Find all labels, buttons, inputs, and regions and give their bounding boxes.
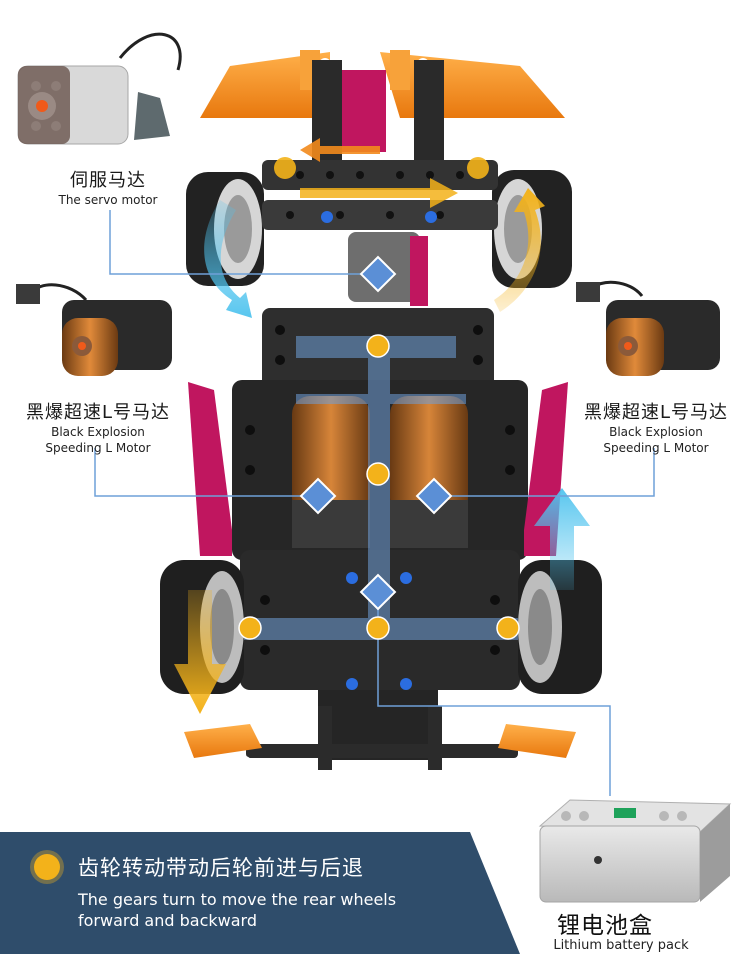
motor-left-label-en1: Black Explosion (51, 425, 145, 439)
rear-arrow-up (534, 488, 590, 590)
motor-right-label-en1: Black Explosion (609, 425, 703, 439)
rear-bumper (184, 706, 576, 770)
steer-curve-arrow-right (494, 188, 545, 312)
steer-curve-arrow-left (204, 200, 252, 318)
info-banner (0, 832, 520, 954)
banner-text-en1: The gears turn to move the rear wheels (78, 890, 397, 909)
steering-arrow-left (300, 138, 380, 162)
gear-indicator-dot (34, 854, 60, 880)
side-panel-left (188, 382, 232, 556)
servo-label: 伺服马达 The servo motor (40, 166, 176, 208)
rear-arrow-down (174, 590, 226, 714)
motor-left-label-en2: Speeding L Motor (45, 441, 151, 455)
motor-markers (299, 255, 453, 611)
rear-right-wheel (518, 560, 602, 694)
drive-shaft-overlay (236, 336, 526, 640)
banner-text-en2: forward and backward (78, 911, 257, 930)
callout-lines (94, 210, 655, 796)
servo-label-zh: 伺服马达 (70, 170, 146, 191)
gear-dot (274, 157, 296, 179)
gear-dots (238, 334, 520, 640)
l-motor-left-image (16, 283, 172, 376)
motor-left-label-zh: 黑爆超速L号马达 (25, 402, 171, 423)
chassis-motors (292, 396, 468, 548)
battery-box-image (538, 799, 732, 903)
gear-dot (467, 157, 489, 179)
steering-arrow-right (300, 178, 458, 208)
banner-text-zh: 齿轮转动带动后轮前进与后退 (78, 856, 364, 880)
motor-right-label-en2: Speeding L Motor (603, 441, 709, 455)
battery-label-zh: 锂电池盒 (557, 913, 653, 939)
l-motor-right-image (576, 280, 720, 376)
motor-left-label: 黑爆超速L号马达 Black Explosion Speeding L Moto… (8, 398, 188, 456)
motor-right-label: 黑爆超速L号马达 Black Explosion Speeding L Moto… (566, 398, 746, 456)
battery-label-en: Lithium battery pack (553, 938, 689, 953)
motor-right-label-zh: 黑爆超速L号马达 (583, 402, 729, 423)
servo-motor-image (17, 32, 182, 145)
servo-label-en: The servo motor (58, 193, 158, 207)
front-fin (338, 70, 386, 152)
